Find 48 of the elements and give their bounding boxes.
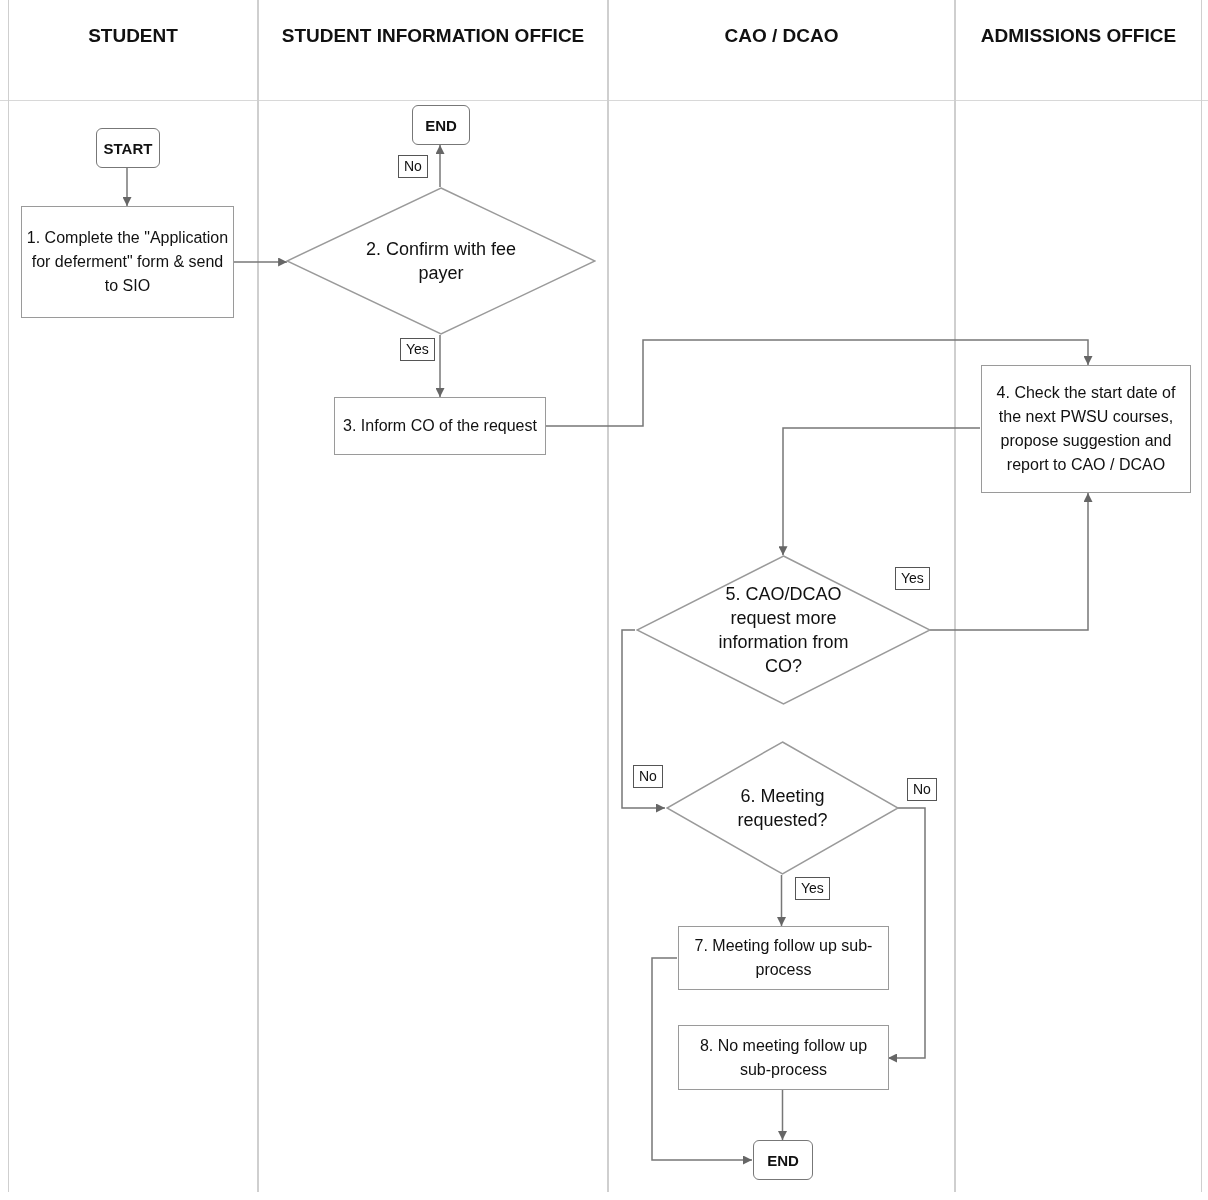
swimlane <box>8 0 258 1192</box>
decision-diamond <box>286 187 596 335</box>
edge-label: No <box>907 778 937 801</box>
process-box <box>21 206 234 318</box>
terminator-label: START <box>103 139 153 157</box>
step-text: 6. Meeting requested? <box>736 785 829 832</box>
decision-diamond <box>666 741 899 875</box>
arrow <box>929 492 1093 631</box>
terminator-box <box>412 105 470 145</box>
lane-header: CAO / DCAO <box>723 24 840 48</box>
process-box <box>678 1025 889 1090</box>
arrow <box>651 957 753 1165</box>
swimlane <box>955 0 1202 1192</box>
arrow <box>232 257 288 267</box>
arrow <box>778 427 981 556</box>
arrow <box>435 334 445 398</box>
process-box <box>678 926 889 990</box>
step-text: 8. No meeting follow up sub-process <box>698 1035 869 1080</box>
arrow <box>544 339 1093 427</box>
decision-diamond <box>636 555 931 705</box>
process-box <box>981 365 1191 493</box>
edge-label: Yes <box>795 877 830 900</box>
edge-label: Yes <box>895 567 930 590</box>
swimlane <box>258 0 608 1192</box>
lane-header: ADMISSIONS OFFICE <box>979 24 1178 48</box>
arrow <box>887 807 926 1063</box>
step-text: 4. Check the start date of the next PWSU courses, propose suggestion and report to CAO / DCAO <box>995 383 1177 475</box>
edge-label: Yes <box>400 338 435 361</box>
swimlane <box>608 0 955 1192</box>
arrow <box>122 167 132 207</box>
step-text: 2. Confirm with fee payer <box>364 238 518 285</box>
terminator-box <box>96 128 160 168</box>
arrow <box>777 874 786 927</box>
step-text: 5. CAO/DCAO request more information from CO? <box>717 583 850 678</box>
edge-label: No <box>398 155 428 178</box>
arrow <box>621 629 666 813</box>
process-box <box>334 397 546 455</box>
arrow <box>778 1089 787 1141</box>
terminator-label: END <box>425 116 457 134</box>
arrow <box>435 144 445 188</box>
terminator-label: END <box>767 1151 799 1169</box>
edge-label: No <box>633 765 663 788</box>
step-text: 7. Meeting follow up sub-process <box>693 936 874 980</box>
step-text: 3. Inform CO of the request <box>342 416 538 436</box>
terminator-box <box>753 1140 813 1180</box>
step-text: 1. Complete the "Application for deferment" form & send to SIO <box>25 228 230 296</box>
lane-header: STUDENT <box>87 24 179 48</box>
lane-header: STUDENT INFORMATION OFFICE <box>280 24 586 48</box>
